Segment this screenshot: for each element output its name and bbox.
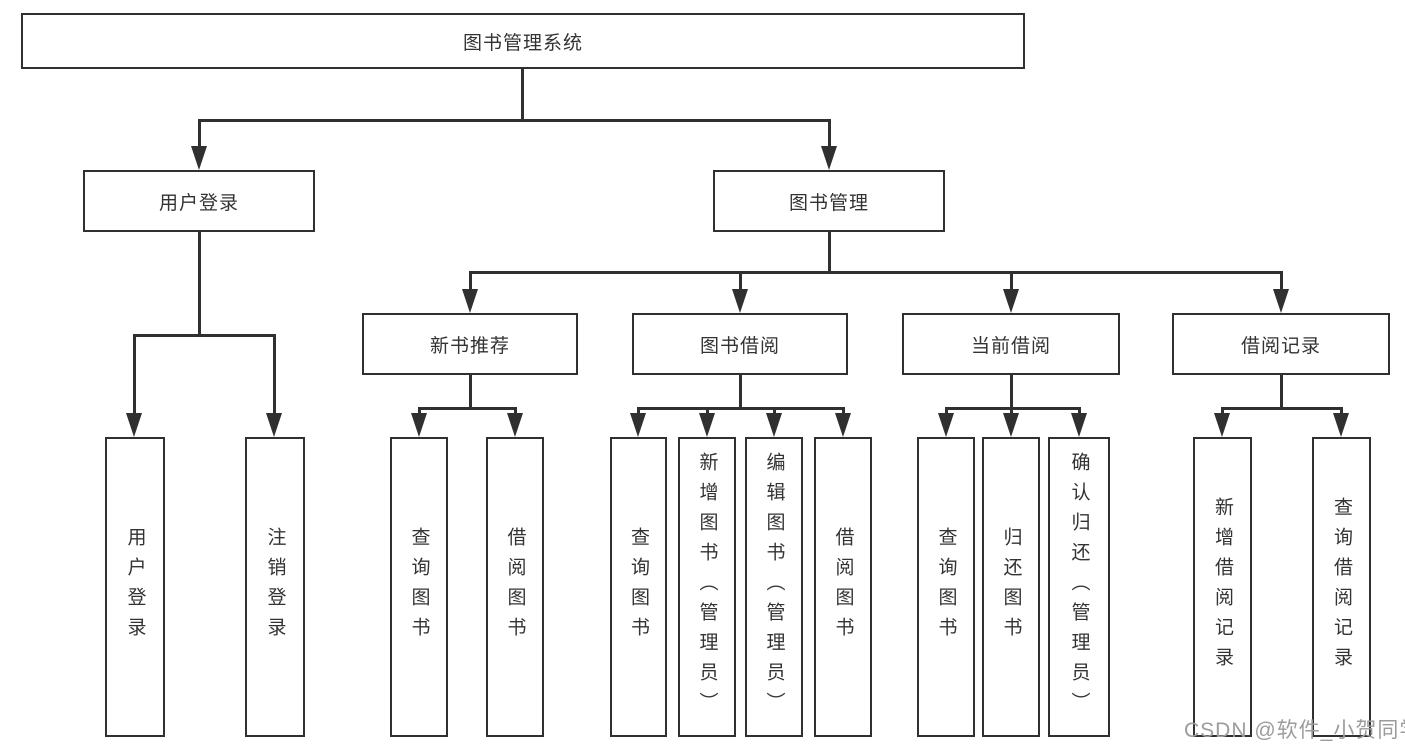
connector-stem	[273, 334, 276, 416]
arrow-down-icon	[1273, 289, 1289, 313]
connector-stem	[739, 375, 742, 409]
connector-stem	[418, 407, 421, 416]
leaf-query-book-borrow-label: 查询图书	[628, 527, 649, 647]
connector-stem	[133, 334, 136, 416]
leaf-confirm-return-admin-label: 确认归还（管理员）	[1068, 452, 1090, 722]
leaf-return-book-label: 归还图书	[1000, 527, 1022, 647]
leaf-edit-book-admin-label: 编辑图书（管理员）	[763, 452, 785, 722]
leaf-return-book: 归还图书	[982, 437, 1040, 737]
connector-hbar	[1221, 407, 1342, 410]
connector-stem	[739, 271, 742, 292]
connector-stem	[773, 407, 776, 416]
connector-stem	[945, 407, 948, 416]
leaf-add-borrow-record: 新增借阅记录	[1193, 437, 1252, 737]
arrow-down-icon	[1071, 413, 1087, 437]
connector-stem	[514, 407, 517, 416]
leaf-add-book-admin: 新增图书（管理员）	[678, 437, 736, 737]
connector-level3-hbar	[469, 271, 1282, 274]
leaf-logout: 注销登录	[245, 437, 305, 737]
leaf-borrow-book: 借阅图书	[814, 437, 872, 737]
connector-stem	[469, 271, 472, 292]
connector-stem	[706, 407, 709, 416]
arrow-down-icon	[1214, 413, 1230, 437]
leaf-confirm-return-admin: 确认归还（管理员）	[1048, 437, 1110, 737]
connector-stem	[1280, 375, 1283, 409]
node-current-borrow: 当前借阅	[902, 313, 1120, 375]
leaf-query-book-recommend: 查询图书	[390, 437, 448, 737]
connector-hbar	[637, 407, 844, 410]
node-book-management: 图书管理	[713, 170, 945, 232]
leaf-user-login: 用户登录	[105, 437, 165, 737]
arrow-down-icon	[766, 413, 782, 437]
node-borrow-record-label: 借阅记录	[1240, 335, 1321, 357]
arrow-down-icon	[266, 413, 282, 437]
arrow-down-icon	[126, 413, 142, 437]
connector-stem	[828, 119, 831, 150]
connector-stem	[469, 375, 472, 409]
connector-stem	[828, 232, 831, 273]
connector-stem	[1010, 407, 1013, 416]
arrow-down-icon	[507, 413, 523, 437]
node-user-login-label: 用户登录	[158, 192, 239, 214]
connector-hbar	[945, 407, 1080, 410]
connector-stem	[637, 407, 640, 416]
leaf-query-book-recommend-label: 查询图书	[408, 527, 430, 647]
connector-stem	[1221, 407, 1224, 416]
leaf-add-book-admin-label: 新增图书（管理员）	[696, 452, 718, 722]
arrow-down-icon	[1333, 413, 1349, 437]
node-book-borrow-label: 图书借阅	[699, 335, 780, 357]
node-current-borrow-label: 当前借阅	[970, 335, 1051, 357]
node-new-book-recommend-label: 新书推荐	[429, 335, 510, 357]
connector-stem	[1010, 271, 1013, 292]
connector-root-stem	[521, 68, 524, 121]
arrow-down-icon	[191, 146, 207, 170]
leaf-borrow-book-recommend: 借阅图书	[486, 437, 544, 737]
arrow-down-icon	[1003, 413, 1019, 437]
arrow-down-icon	[1003, 289, 1019, 313]
leaf-query-book-borrow: 查询图书	[610, 437, 667, 737]
leaf-query-book-current: 查询图书	[917, 437, 975, 737]
connector-stem	[198, 232, 201, 336]
node-book-borrow: 图书借阅	[632, 313, 848, 375]
node-root: 图书管理系统	[21, 13, 1025, 69]
connector-hbar	[418, 407, 516, 410]
node-book-management-label: 图书管理	[788, 192, 869, 214]
leaf-logout-label: 注销登录	[264, 527, 286, 647]
node-root-label: 图书管理系统	[462, 32, 583, 54]
csdn-watermark: CSDN @软件_小贺同学	[1184, 719, 1405, 742]
leaf-edit-book-admin: 编辑图书（管理员）	[745, 437, 803, 737]
leaf-borrow-book-label: 借阅图书	[832, 527, 854, 647]
arrow-down-icon	[938, 413, 954, 437]
leaf-add-borrow-record-label: 新增借阅记录	[1212, 497, 1233, 677]
node-new-book-recommend: 新书推荐	[362, 313, 578, 375]
leaf-query-borrow-record-label: 查询借阅记录	[1331, 497, 1352, 677]
connector-stem	[1078, 407, 1081, 416]
arrow-down-icon	[462, 289, 478, 313]
connector-stem	[198, 119, 201, 150]
connector-level2-hbar	[198, 119, 830, 122]
arrow-down-icon	[821, 146, 837, 170]
arrow-down-icon	[630, 413, 646, 437]
connector-stem	[842, 407, 845, 416]
arrow-down-icon	[411, 413, 427, 437]
node-borrow-record: 借阅记录	[1172, 313, 1390, 375]
leaf-query-book-current-label: 查询图书	[935, 527, 957, 647]
arrow-down-icon	[699, 413, 715, 437]
connector-stem	[1010, 375, 1013, 409]
leaf-user-login-label: 用户登录	[124, 527, 146, 647]
connector-stem	[1340, 407, 1343, 416]
leaf-borrow-book-recommend-label: 借阅图书	[504, 527, 526, 647]
connector-hbar	[133, 334, 275, 337]
arrow-down-icon	[732, 289, 748, 313]
leaf-query-borrow-record: 查询借阅记录	[1312, 437, 1371, 737]
connector-stem	[1280, 271, 1283, 292]
arrow-down-icon	[835, 413, 851, 437]
node-user-login: 用户登录	[83, 170, 315, 232]
